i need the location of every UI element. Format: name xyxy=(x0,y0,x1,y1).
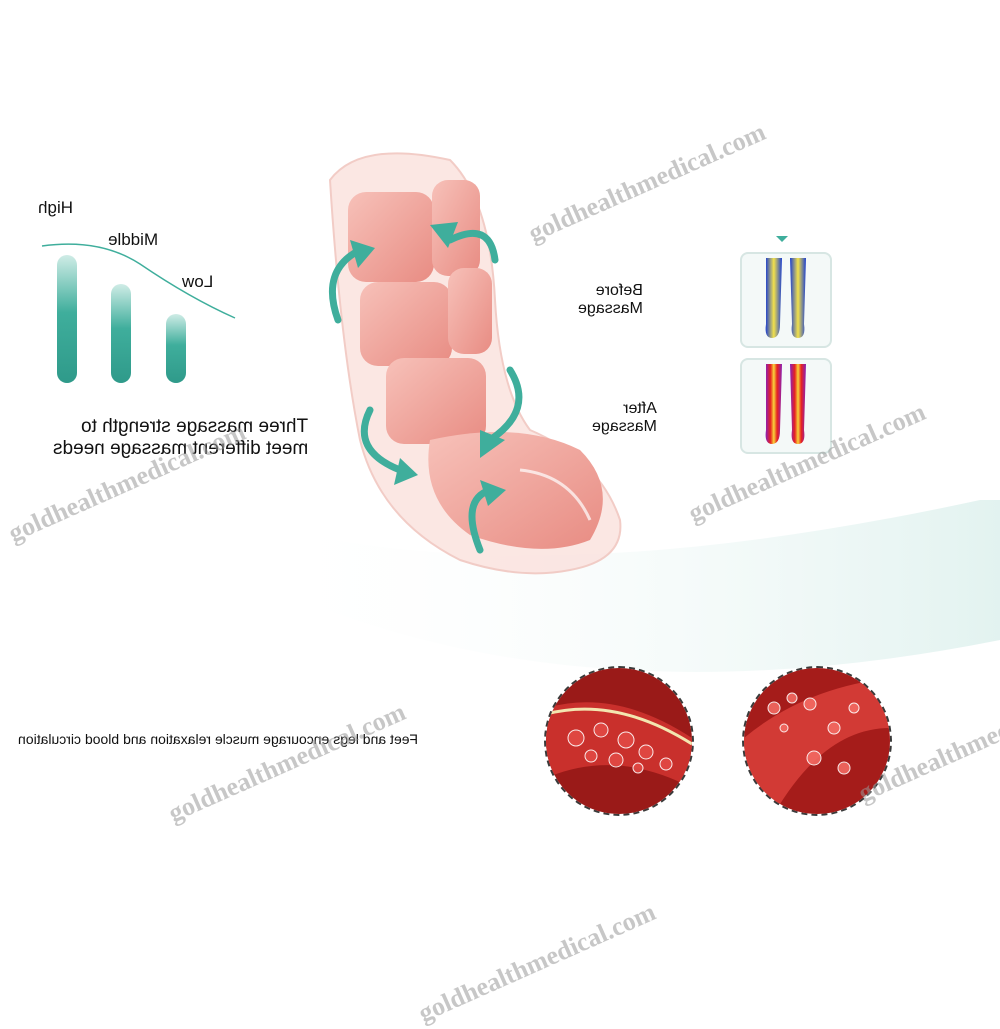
blood-cells-image xyxy=(546,668,692,814)
bar-low xyxy=(166,314,186,383)
blood-vessel-after-circle xyxy=(742,666,892,816)
after-massage-label: After Massage xyxy=(592,400,657,435)
background-wave xyxy=(250,500,1000,672)
blood-cells-flow-image xyxy=(744,668,890,814)
leg-massager-illustration xyxy=(328,152,622,575)
legs-cool-icon xyxy=(765,258,806,338)
before-massage-panel xyxy=(740,252,832,348)
bar-middle xyxy=(111,284,131,383)
after-massage-panel xyxy=(740,358,832,454)
down-marker-icon xyxy=(776,236,788,242)
legs-warm-icon xyxy=(765,364,806,444)
bar-high xyxy=(57,255,77,383)
blood-vessel-before-circle xyxy=(544,666,694,816)
level-high-label: High xyxy=(38,198,73,217)
before-massage-label: Before Massage xyxy=(578,282,643,317)
strength-curve xyxy=(41,243,236,319)
